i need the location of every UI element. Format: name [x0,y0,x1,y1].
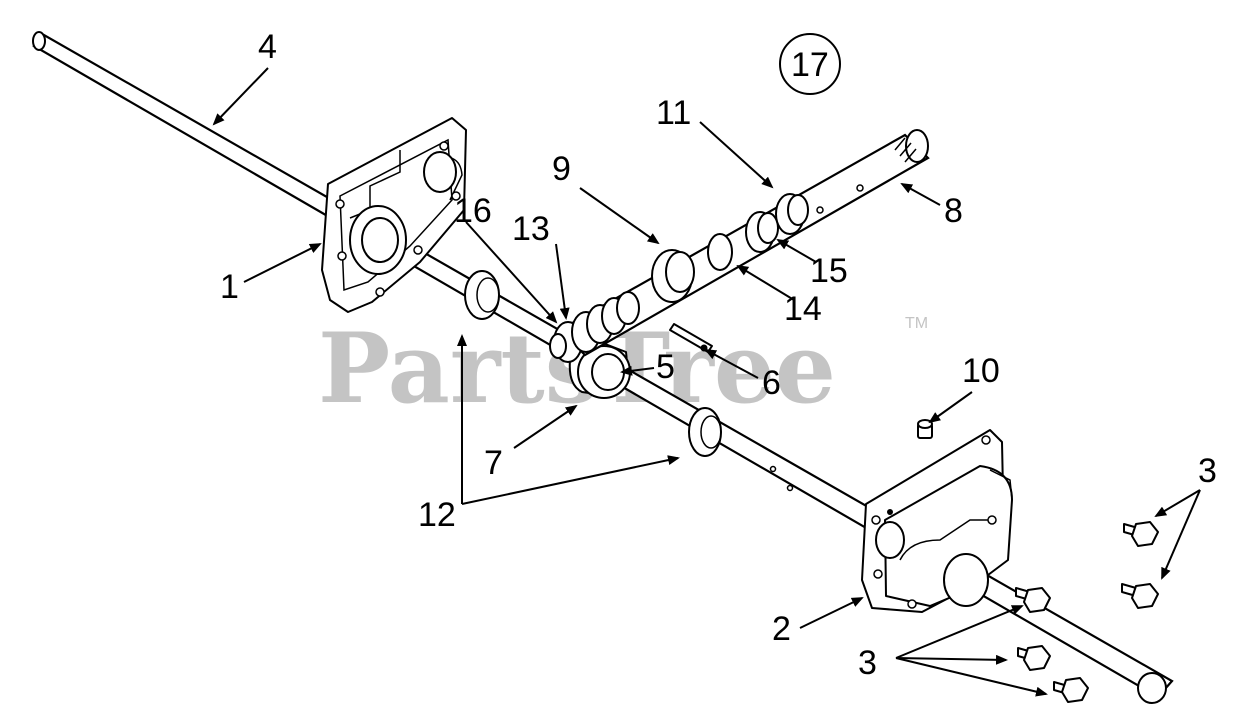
callout-7: 7 [484,444,503,482]
callout-5: 5 [656,348,675,386]
callout-6: 6 [762,364,781,402]
callout-1: 1 [220,268,239,306]
bolt-4 [1017,645,1051,671]
bolt-1 [1123,521,1159,547]
bolt-3 [1015,587,1051,613]
callout-4: 4 [258,28,277,66]
callout-9: 9 [552,150,571,188]
callout-11: 11 [656,94,691,132]
callout-13: 13 [512,210,550,248]
callout-12: 12 [418,496,456,534]
roll-pin [669,323,713,353]
callouts: 4 17 11 9 8 16 13 15 14 1 5 6 10 7 12 3 … [220,28,1217,682]
bolt-5 [1053,677,1089,703]
bolt-2 [1121,583,1159,609]
bearing-9 [651,249,695,303]
washer-14 [707,233,733,271]
callout-3-lower: 3 [858,644,877,682]
worm-gear [549,291,640,363]
grease-fitting [917,419,933,439]
right-gear-housing [861,429,1013,613]
callout-10: 10 [962,352,1000,390]
callout-16: 16 [454,192,492,230]
callout-2: 2 [772,610,791,648]
bearing-15 [745,211,779,253]
callout-15: 15 [810,252,848,290]
watermark-trademark: TM [905,315,928,332]
left-housing-plate [321,117,467,313]
thrust-washer-upper [464,270,500,320]
bearing-11 [775,193,809,235]
thrust-washer-lower [688,407,722,457]
callout-17-circle [779,33,841,95]
callout-3-upper: 3 [1198,452,1217,490]
callout-17: 17 [791,46,829,84]
leader-lines [212,67,1201,697]
callout-8: 8 [944,192,963,230]
callout-14: 14 [784,290,822,328]
